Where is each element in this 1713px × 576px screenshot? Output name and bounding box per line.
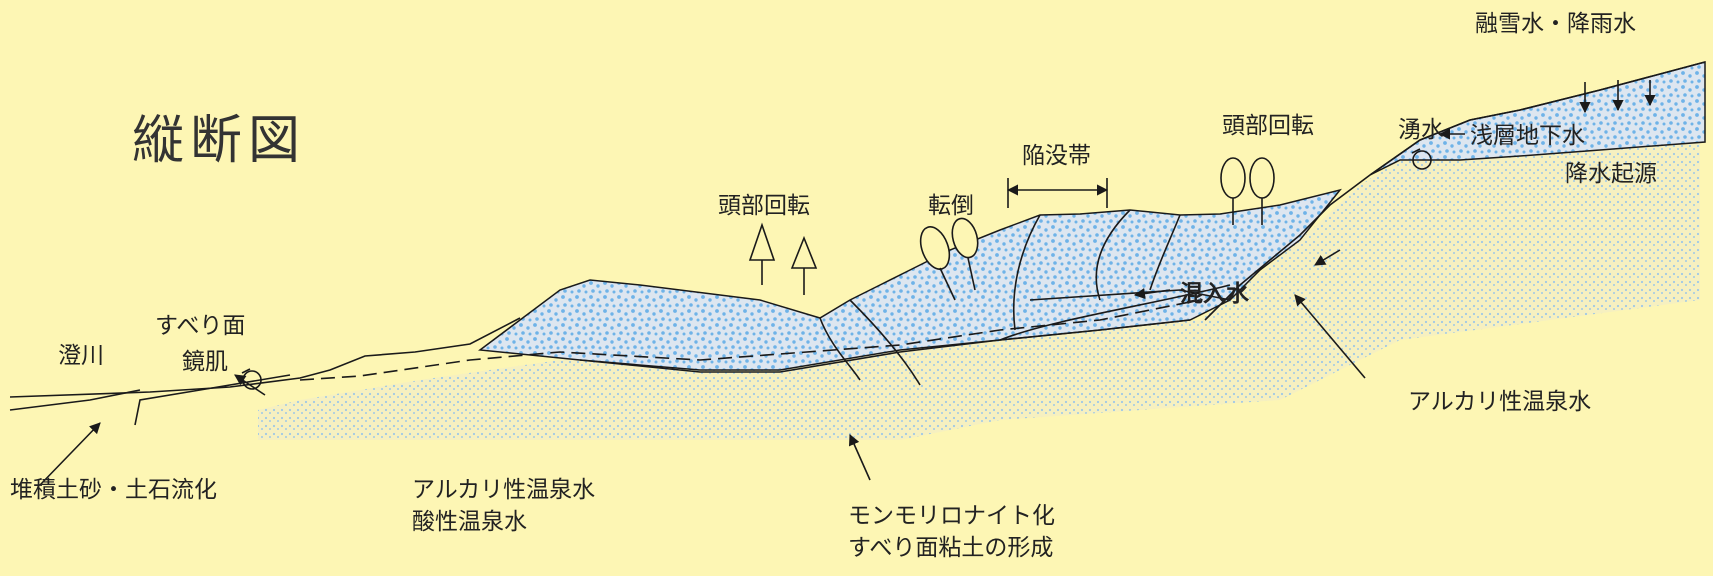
label-mixed-water: 混入水 (1180, 280, 1249, 309)
label-shallow-groundwater: 浅層地下水 (1470, 122, 1585, 151)
label-head-rotation-right: 頭部回転 (1222, 112, 1314, 141)
label-spring-water: 湧水 (1398, 116, 1444, 145)
diagram-title: 縦断図 (132, 98, 306, 173)
label-precip-origin: 降水起源 (1565, 160, 1657, 189)
label-sediment: 堆積土砂・土石流化 (10, 476, 217, 505)
label-slip-surface: すべり面 (155, 312, 245, 341)
label-head-rotation-left: 頭部回転 (718, 192, 810, 221)
label-slip-clay: すべり面粘土の形成 (848, 534, 1053, 563)
label-slickenside: 鏡肌 (182, 348, 228, 377)
label-acidic-hot-spring: 酸性温泉水 (412, 508, 527, 537)
label-montmorillonite: モンモリロナイト化 (848, 502, 1055, 531)
label-alkaline-hot-spring-right: アルカリ性温泉水 (1408, 388, 1591, 417)
label-toppling: 転倒 (928, 192, 974, 221)
label-subsidence-zone: 陥没帯 (1022, 142, 1091, 171)
label-snowmelt-rain: 融雪水・降雨水 (1475, 10, 1636, 39)
label-sumi-river: 澄川 (58, 342, 104, 371)
label-alkaline-hot-spring-left: アルカリ性温泉水 (412, 476, 595, 505)
